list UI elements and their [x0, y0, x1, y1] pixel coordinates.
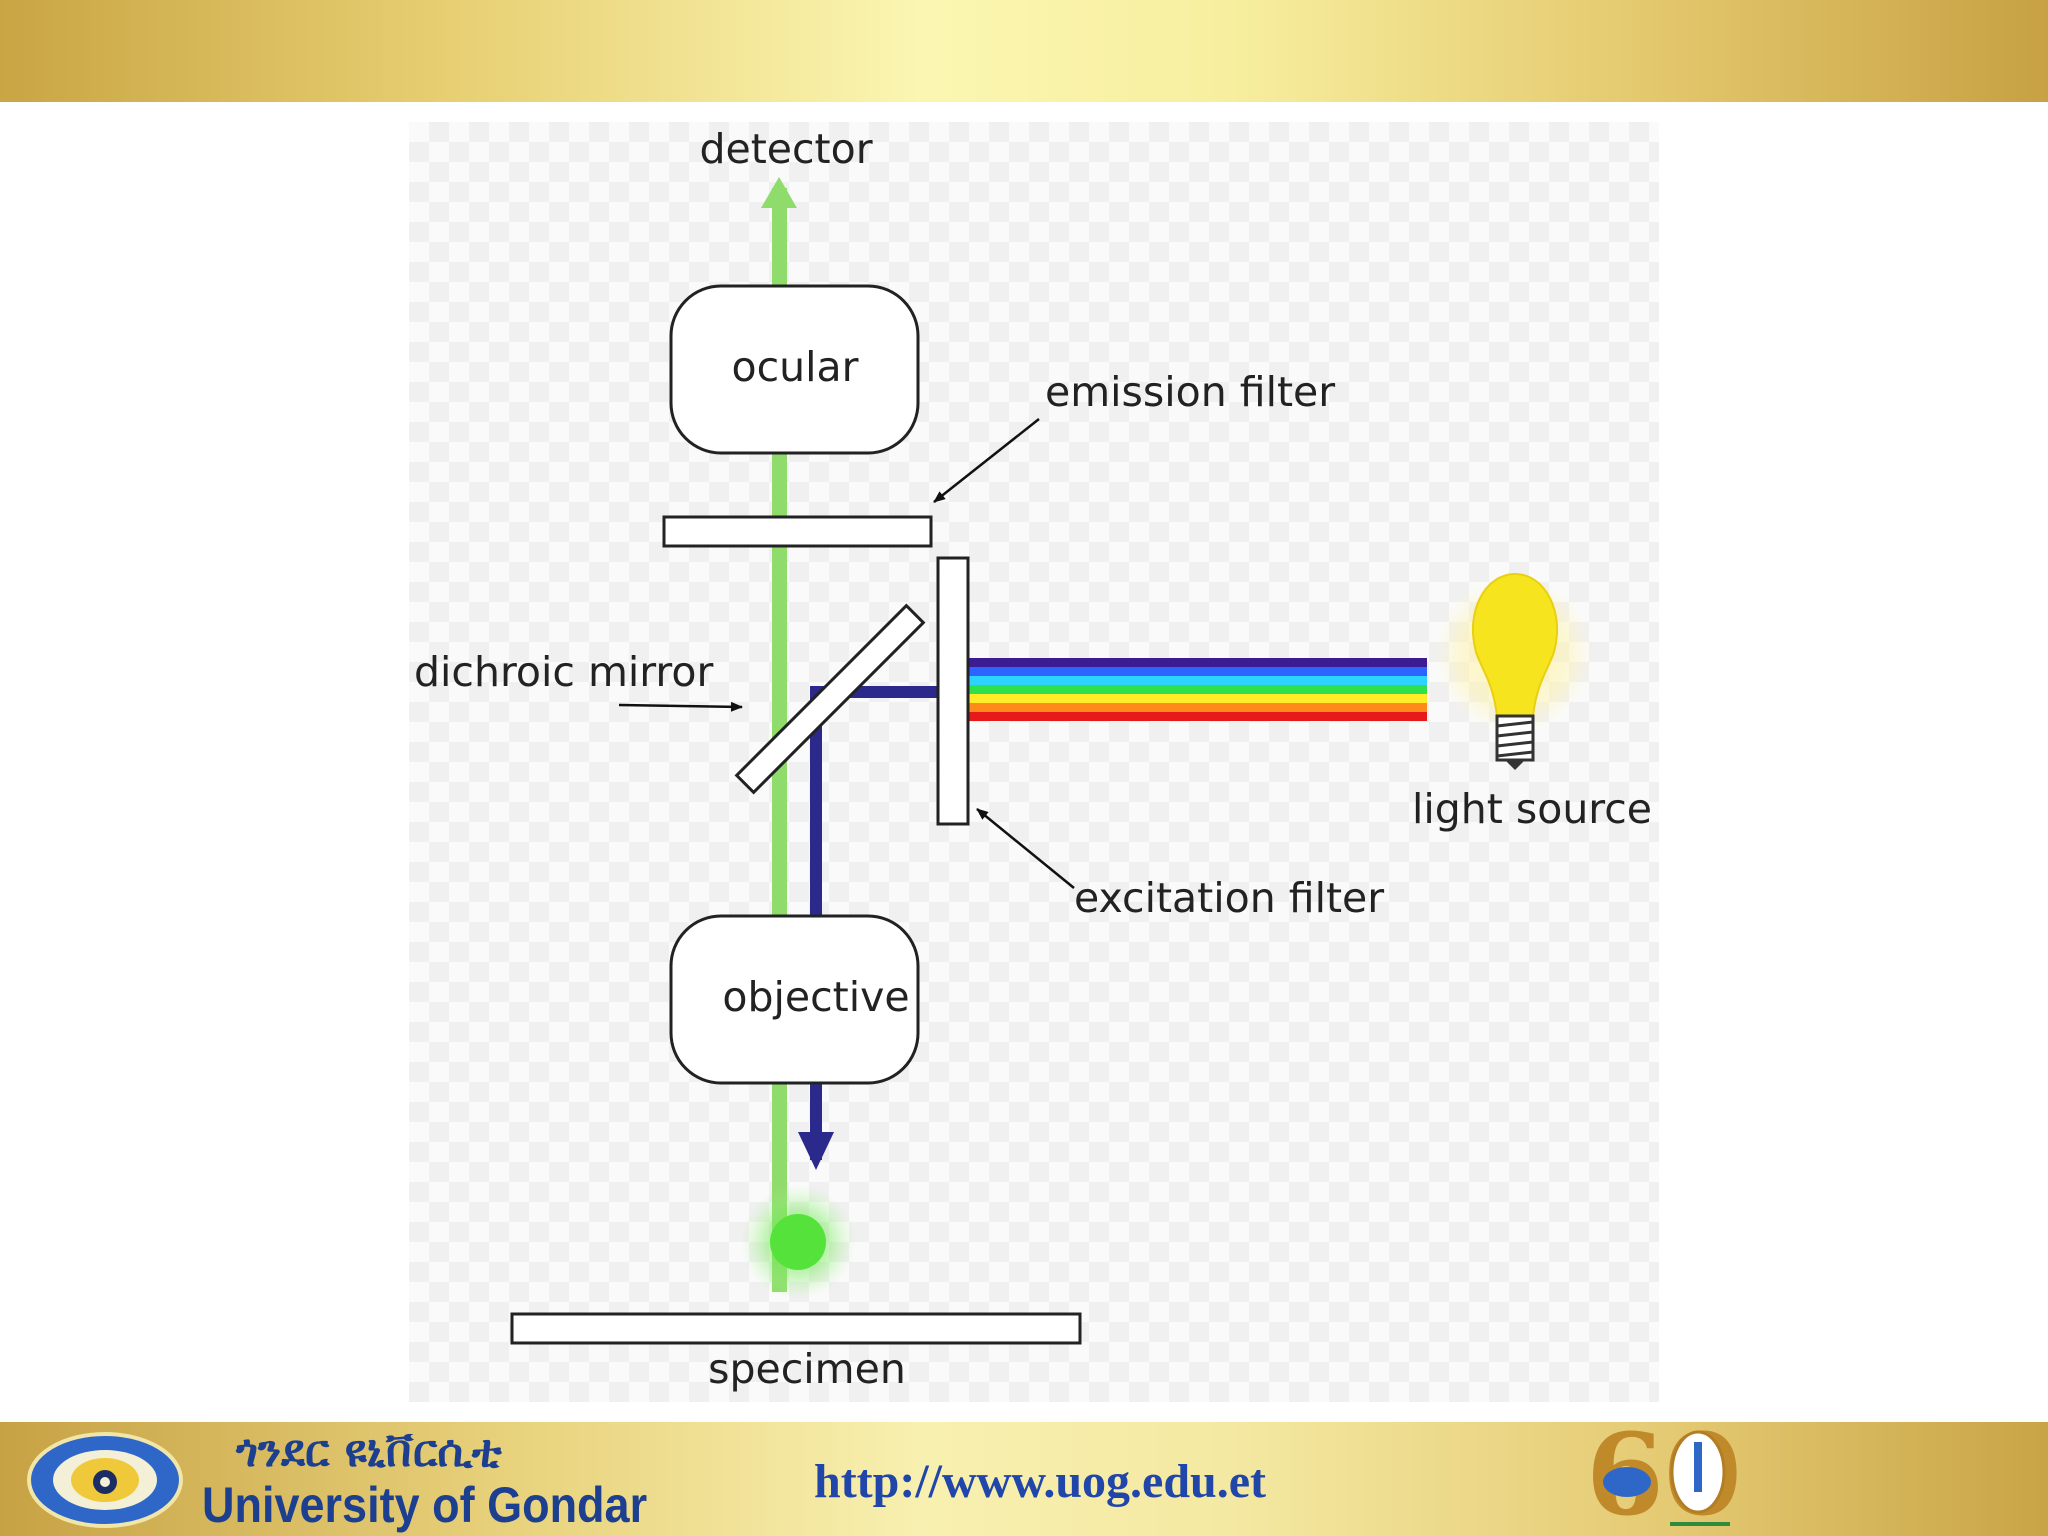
university-name: University of Gondar — [202, 1477, 648, 1533]
university-website-link[interactable]: http://www.uog.edu.et — [814, 1455, 1267, 1508]
emission-filter-label: emission filter — [1045, 368, 1335, 416]
objective-box — [669, 914, 920, 1085]
top-banner — [0, 0, 2048, 102]
diagram-canvas: ocular objective specimen detector — [414, 125, 1652, 1393]
specimen-point — [770, 1214, 826, 1270]
dichroic-mirror-pointer — [618, 701, 743, 712]
university-emblem-logo — [27, 1432, 183, 1528]
excitation-beam-arrowhead — [798, 1132, 834, 1170]
dichroic-mirror — [734, 603, 926, 795]
emission-filter — [662, 515, 933, 548]
fluorescence-microscope-diagram: ocular objective specimen detector — [409, 122, 1659, 1402]
dichroic-mirror-label: dichroic mirror — [414, 648, 713, 696]
objective-label: objective — [722, 973, 909, 1021]
excitation-filter-label: excitation filter — [1074, 874, 1384, 922]
light-spectrum-beam — [969, 658, 1427, 721]
university-name-amharic: ጎንደር ዩኒቨርሲቲ — [236, 1426, 502, 1477]
detector-label: detector — [699, 125, 872, 173]
ocular-box — [669, 284, 920, 455]
ocular-label: ocular — [732, 343, 859, 391]
excitation-filter-pointer — [976, 808, 1075, 889]
anniversary-60-logo: 60 — [1586, 1414, 1742, 1532]
specimen-slide — [510, 1312, 1082, 1345]
emission-beam-arrowhead — [761, 177, 797, 208]
light-source-label: light source — [1412, 785, 1652, 833]
emission-filter-pointer — [933, 418, 1040, 503]
light-bulb-icon — [1434, 572, 1594, 770]
excitation-filter — [936, 556, 970, 826]
specimen-label: specimen — [708, 1345, 906, 1393]
